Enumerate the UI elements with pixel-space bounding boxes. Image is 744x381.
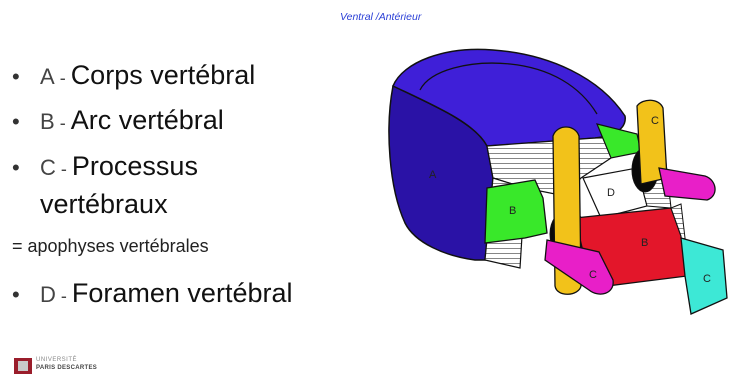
- bullet-letter: C: [40, 155, 56, 180]
- logo-mark-icon: [14, 358, 32, 374]
- vertebra-diagram: A B B C C C D: [375, 28, 735, 328]
- bullet-dot: •: [12, 64, 40, 90]
- bullet-c-continuation: vertébraux: [40, 189, 168, 220]
- bullet-item-c: •C - Processus: [12, 151, 198, 182]
- bullet-letter: A: [40, 64, 55, 89]
- label-c-cyan: C: [703, 273, 711, 285]
- bullet-separator: -: [55, 113, 71, 133]
- bullet-dot: •: [12, 282, 40, 308]
- orientation-label: Ventral /Antérieur: [340, 11, 421, 23]
- label-c-yellow: C: [651, 115, 659, 127]
- label-d: D: [607, 187, 615, 199]
- bullet-item-a: •A - Corps vertébral: [12, 60, 255, 91]
- bullet-separator: -: [55, 68, 71, 88]
- label-b-green: B: [509, 205, 516, 217]
- logo-line-2: PARIS DESCARTES: [36, 365, 97, 371]
- bullet-term: Arc vertébral: [71, 105, 224, 135]
- bullet-dot: •: [12, 155, 40, 181]
- bullet-item-d: •D - Foramen vertébral: [12, 278, 292, 309]
- logo-line-1: UNIVERSITÉ: [36, 357, 77, 363]
- apophyses-note: = apophyses vertébrales: [12, 236, 209, 257]
- bullet-separator: -: [56, 286, 72, 306]
- label-b-red: B: [641, 237, 648, 249]
- bullet-term: Processus: [72, 151, 198, 181]
- bullet-separator: -: [56, 159, 72, 179]
- bullet-letter: D: [40, 282, 56, 307]
- bullet-item-b: •B - Arc vertébral: [12, 105, 224, 136]
- label-c-magenta: C: [589, 269, 597, 281]
- label-a: A: [429, 169, 437, 181]
- articular-process-upper: [659, 168, 715, 200]
- bullet-term: Foramen vertébral: [72, 278, 293, 308]
- university-logo: UNIVERSITÉ PARIS DESCARTES: [14, 354, 134, 378]
- bullet-dot: •: [12, 109, 40, 135]
- bullet-term: Corps vertébral: [71, 60, 256, 90]
- bullet-letter: B: [40, 109, 55, 134]
